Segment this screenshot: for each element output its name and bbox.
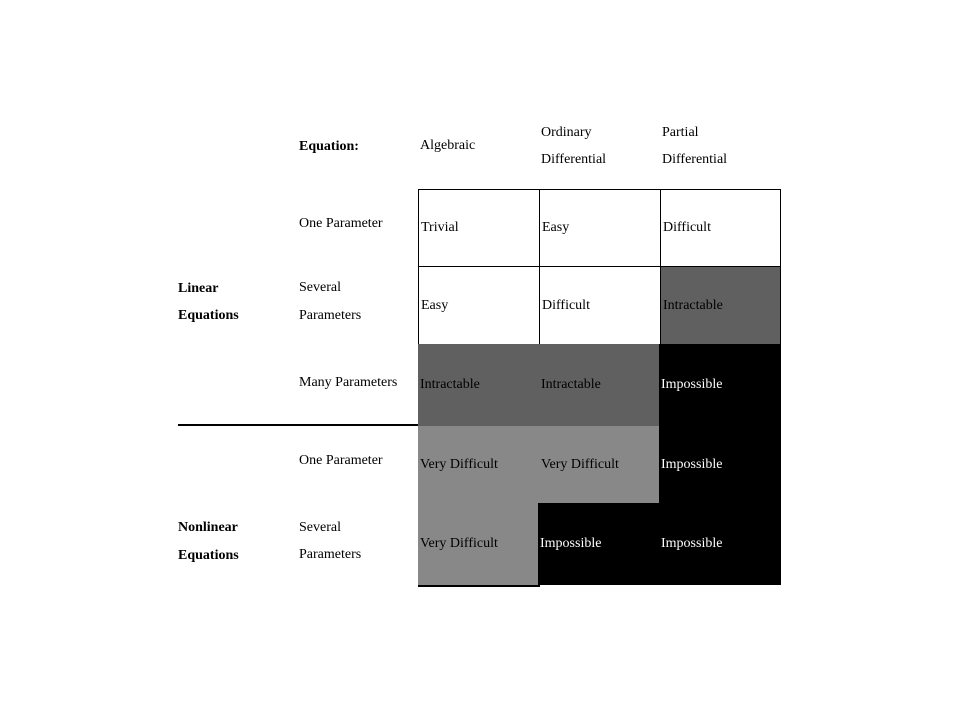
cell-linear-many-ordinary: Intractable bbox=[539, 344, 660, 426]
column-header-partial-line2: Differential bbox=[662, 152, 728, 167]
cell-linear-several-algebraic: Easy bbox=[418, 266, 540, 345]
row-label-linear-one-parameter: One Parameter bbox=[299, 216, 383, 231]
cell-linear-one-partial: Difficult bbox=[660, 189, 781, 267]
row-label-linear-several-line2: Parameters bbox=[299, 308, 362, 323]
group-label-nonlinear-line1: Nonlinear bbox=[178, 520, 238, 535]
cell-nonlinear-one-algebraic: Very Difficult bbox=[418, 426, 539, 504]
cell-linear-one-ordinary: Easy bbox=[539, 189, 661, 267]
row-label-linear-many-parameters: Many Parameters bbox=[299, 375, 398, 390]
group-label-linear-line2: Equations bbox=[178, 308, 239, 323]
equation-header: Equation: bbox=[299, 139, 359, 154]
column-header-ordinary-line1: Ordinary bbox=[541, 125, 592, 140]
cell-linear-several-ordinary: Difficult bbox=[539, 266, 661, 345]
group-separator-line bbox=[178, 424, 418, 426]
row-label-nonlinear-several-line2: Parameters bbox=[299, 547, 362, 562]
cell-linear-many-algebraic: Intractable bbox=[418, 344, 540, 426]
cell-nonlinear-one-ordinary: Very Difficult bbox=[539, 426, 660, 504]
column-header-partial-line1: Partial bbox=[662, 125, 699, 140]
cell-nonlinear-one-partial: Impossible bbox=[659, 426, 781, 504]
table-bottom-edge bbox=[418, 585, 540, 587]
cell-linear-several-partial: Intractable bbox=[660, 266, 781, 345]
row-label-nonlinear-several-line1: Several bbox=[299, 520, 341, 535]
cell-nonlinear-several-partial: Impossible bbox=[659, 503, 781, 585]
column-header-algebraic: Algebraic bbox=[420, 138, 476, 153]
row-label-nonlinear-one-parameter: One Parameter bbox=[299, 453, 383, 468]
cell-linear-many-partial: Impossible bbox=[659, 344, 781, 426]
group-label-nonlinear-line2: Equations bbox=[178, 548, 239, 563]
row-label-linear-several-line1: Several bbox=[299, 280, 341, 295]
cell-linear-one-algebraic: Trivial bbox=[418, 189, 540, 267]
group-label-linear-line1: Linear bbox=[178, 281, 219, 296]
cell-nonlinear-several-ordinary: Impossible bbox=[538, 503, 660, 585]
column-header-ordinary-line2: Differential bbox=[541, 152, 607, 167]
cell-nonlinear-several-algebraic: Very Difficult bbox=[418, 503, 539, 585]
